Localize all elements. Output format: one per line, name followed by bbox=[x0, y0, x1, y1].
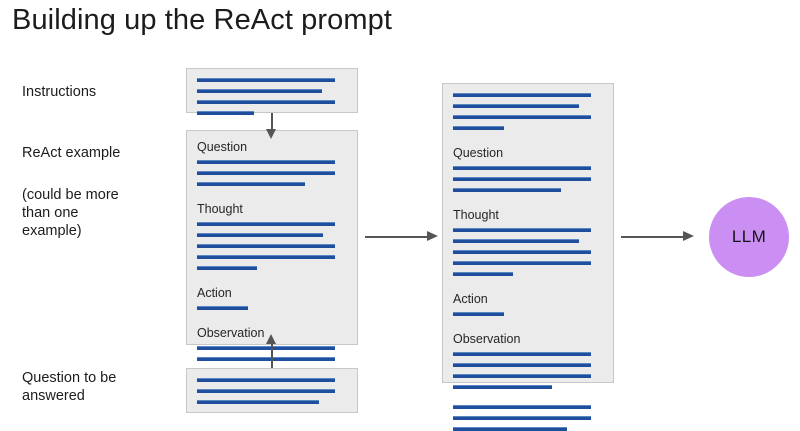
text-rule bbox=[197, 244, 335, 248]
text-rule bbox=[453, 93, 591, 97]
text-rule bbox=[453, 250, 591, 254]
arrow-shaft bbox=[271, 113, 273, 133]
text-rule bbox=[453, 312, 504, 316]
llm-node: LLM bbox=[709, 197, 789, 277]
arrow-shaft bbox=[271, 344, 273, 368]
text-rule bbox=[453, 352, 591, 356]
caption-instructions: Instructions bbox=[22, 84, 97, 100]
text-rule bbox=[453, 104, 579, 108]
text-rule bbox=[197, 389, 335, 393]
arrow-head-icon bbox=[266, 334, 277, 344]
page-title: Building up the ReAct prompt bbox=[12, 4, 393, 36]
text-rule bbox=[453, 228, 591, 232]
section-label-thought: Thought bbox=[453, 208, 499, 222]
text-rule bbox=[453, 239, 579, 243]
section-label-thought: Thought bbox=[197, 202, 243, 216]
section-label-observation: Observation bbox=[197, 326, 265, 340]
section-label-observation: Observation bbox=[453, 332, 521, 346]
text-rule bbox=[453, 126, 504, 130]
question-to-answer-block bbox=[186, 368, 358, 413]
text-rule bbox=[453, 166, 591, 170]
text-rule bbox=[197, 222, 335, 226]
text-rule bbox=[197, 171, 335, 175]
text-rule bbox=[197, 111, 254, 115]
text-rule bbox=[453, 272, 513, 276]
text-rule bbox=[197, 182, 305, 186]
text-rule bbox=[197, 266, 257, 270]
text-rule bbox=[453, 385, 552, 389]
text-rule bbox=[453, 115, 591, 119]
arrow-shaft bbox=[621, 236, 684, 238]
caption-question-to-be-answered: Question to be answered bbox=[22, 370, 117, 404]
section-label-question: Question bbox=[197, 140, 248, 154]
text-rule bbox=[197, 78, 335, 82]
text-rule bbox=[197, 346, 335, 350]
text-rule bbox=[453, 374, 591, 378]
arrow-head-icon bbox=[427, 231, 438, 242]
arrow-head-icon bbox=[683, 231, 694, 242]
section-label-question: Question bbox=[453, 146, 504, 160]
text-rule bbox=[197, 400, 319, 404]
section-label-action: Action bbox=[453, 292, 488, 306]
text-rule bbox=[453, 427, 567, 431]
text-rule bbox=[453, 261, 591, 265]
instructions-block bbox=[186, 68, 358, 115]
llm-node-label: LLM bbox=[731, 227, 767, 246]
arrow-shaft bbox=[365, 236, 428, 238]
text-rule bbox=[453, 363, 591, 367]
text-rule bbox=[197, 233, 323, 237]
text-rule bbox=[453, 177, 591, 181]
text-rule bbox=[197, 306, 248, 310]
text-rule bbox=[197, 100, 335, 104]
text-rule bbox=[197, 378, 335, 382]
caption-react-example: ReAct example bbox=[22, 145, 121, 161]
text-rule bbox=[197, 89, 322, 93]
arrow-head-icon bbox=[266, 129, 277, 139]
text-rule bbox=[197, 255, 335, 259]
section-label-action: Action bbox=[197, 286, 232, 300]
text-rule bbox=[453, 416, 591, 420]
caption-could-be-more-than-one-example: (could be more than one example) bbox=[22, 187, 119, 239]
text-rule bbox=[197, 160, 335, 164]
text-rule bbox=[453, 188, 561, 192]
text-rule bbox=[197, 357, 335, 361]
text-rule bbox=[453, 405, 591, 409]
